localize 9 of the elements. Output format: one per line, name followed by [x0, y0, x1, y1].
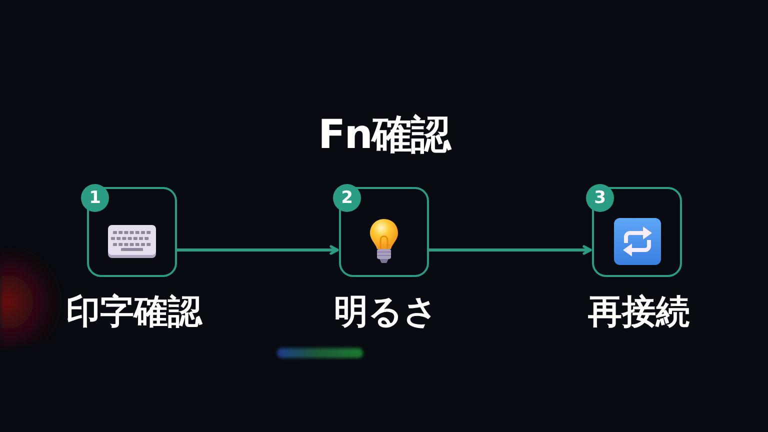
number-badge: 1 — [81, 184, 109, 212]
number-badge: 2 — [333, 184, 361, 212]
step-label: 明るさ — [334, 292, 438, 332]
step-label: 再接続 — [588, 292, 690, 332]
title: Fn確認 — [318, 111, 450, 160]
arrow — [429, 245, 592, 255]
arrow — [177, 245, 339, 255]
step-label: 印字確認 — [66, 292, 202, 332]
number-badge: 3 — [586, 184, 614, 212]
